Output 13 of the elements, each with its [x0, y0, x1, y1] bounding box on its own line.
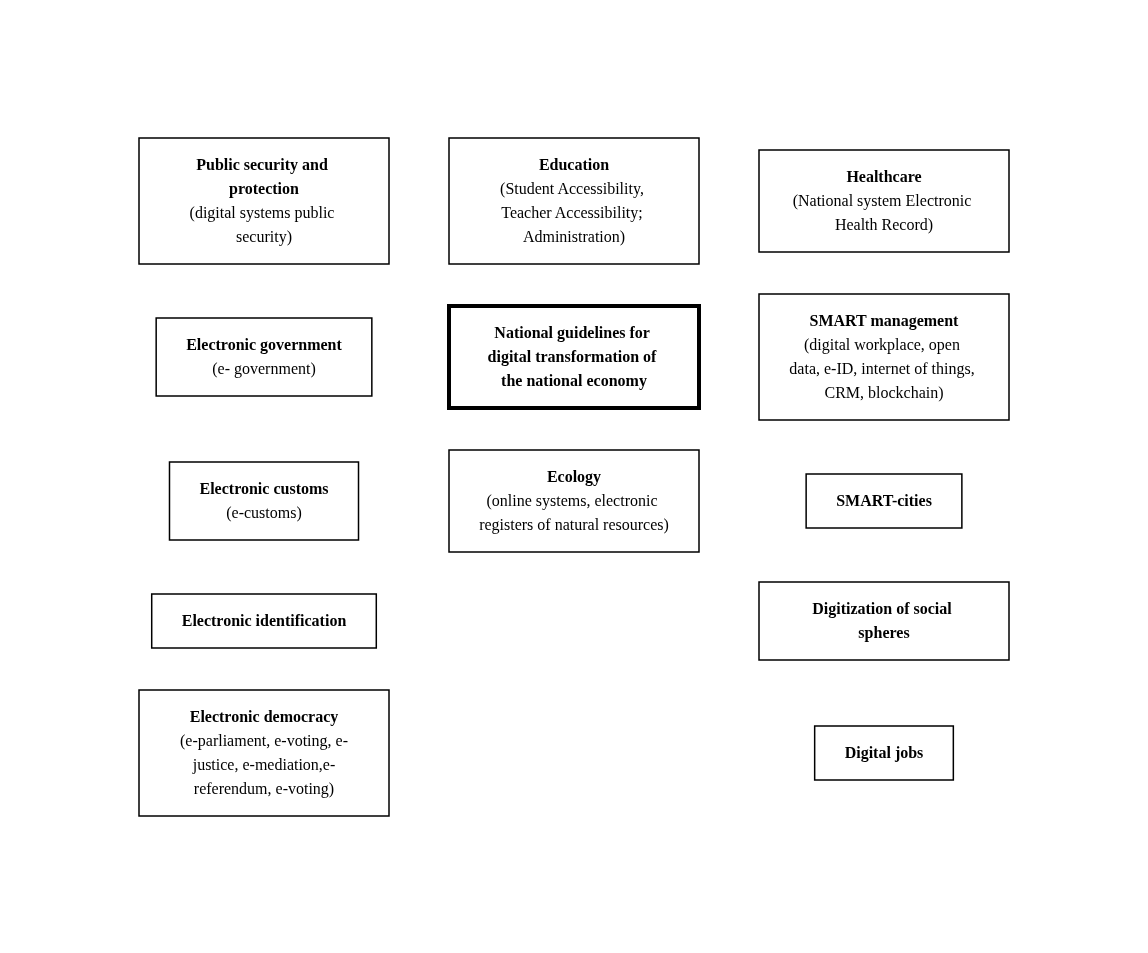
node-box: Digital jobs — [813, 724, 955, 781]
node-box: Electronic identification — [150, 592, 378, 649]
node-box: SMART-cities — [805, 472, 963, 529]
node-box: Digitization of social spheres — [758, 580, 1010, 661]
node-box: Electronic democracy (e-parliament, e-voting, e-justice, e-mediation,e-referendum, e-voting) — [138, 688, 390, 817]
node-box: Ecology (online systems, electronic registers of natural resources) — [448, 448, 700, 553]
node-box: Electronic government (e- government) — [155, 316, 373, 397]
node-box: National guidelines for digital transformation of the national economy — [447, 303, 701, 410]
node-box: Public security and protection (digital systems public security) — [138, 136, 390, 265]
node-box: Electronic customs (e-customs) — [168, 460, 360, 541]
node-box: Healthcare (National system Electronic Health Record) — [758, 148, 1010, 253]
node-box: SMART management (digital workplace, open data, e-ID, internet of things, CRM, blockchain) — [758, 292, 1010, 421]
node-box: Education (Student Accessibility, Teacher Accessibility; Administration) — [448, 136, 700, 265]
